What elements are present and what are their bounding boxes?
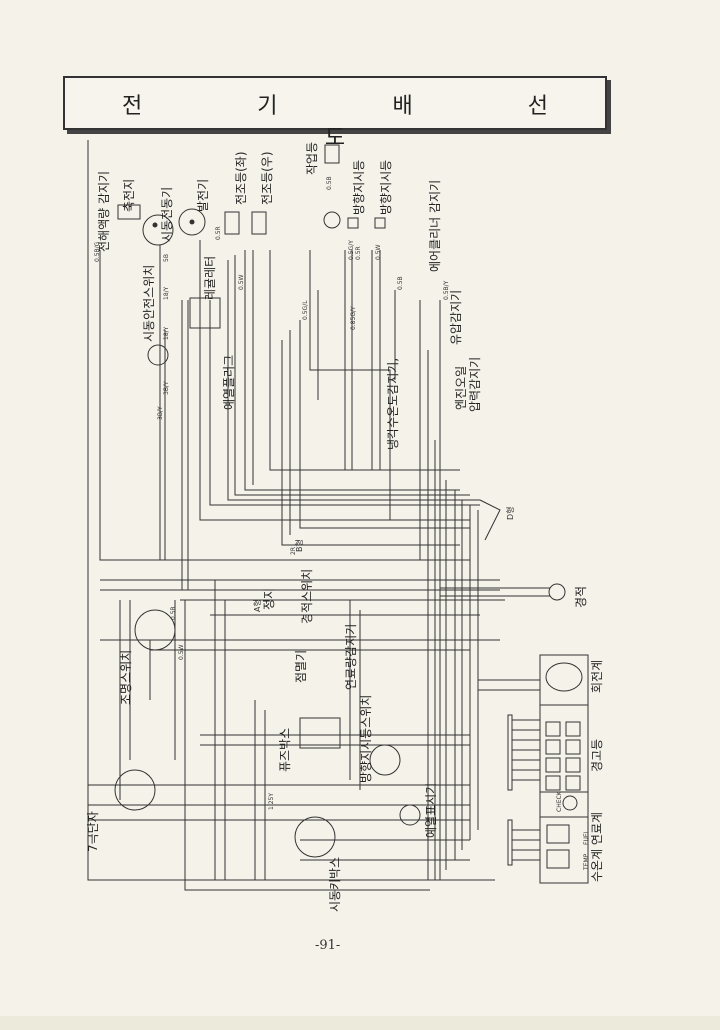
wire-label: 3B/Y — [163, 381, 170, 395]
headlight-right-symbol — [251, 211, 267, 235]
alternator-symbol — [178, 208, 206, 236]
label-glow-indicator: 예열표시기 — [424, 782, 438, 838]
wire-label: 0.5B — [397, 276, 404, 290]
wire — [227, 260, 480, 501]
wire — [234, 255, 470, 496]
wire-label: 0.5W — [375, 244, 382, 260]
label-oil-pressure-sensor: 유압감지기 — [449, 289, 463, 345]
light-switch-symbol — [134, 609, 176, 651]
work-light-switch — [323, 211, 341, 229]
wire — [184, 600, 430, 891]
gauge-check: CHECK — [556, 791, 563, 812]
label-electrolyte-sensor: 전해액량 감지기 — [97, 170, 111, 252]
turn-signal-switch-symbol — [369, 744, 401, 776]
label-tachometer: 회전계 — [590, 659, 604, 693]
seven-pin-terminal-symbol — [114, 769, 156, 811]
gauge-fuel: FUEL — [583, 830, 590, 845]
label-starter-motor: 시동전동기 — [160, 186, 174, 242]
wire-label: 5B — [163, 254, 170, 262]
title-box: 전 기 배 선 도 — [63, 76, 607, 151]
label-start-safety-switch: 시동안전스위치 — [142, 264, 156, 342]
label-horn: 경적 — [574, 585, 588, 608]
wire-label: 0.5R — [355, 246, 362, 260]
label-alternator: 발전기 — [196, 178, 210, 212]
wire — [281, 340, 460, 546]
label-fuse-box: 퓨즈박스 — [278, 727, 292, 772]
wire-label: 18/Y — [163, 286, 170, 300]
wire-label: 0.5W — [238, 274, 245, 290]
gauge-temp: TEMP — [583, 853, 590, 870]
key-box-symbol — [294, 816, 336, 858]
page-title: 전 기 배 선 도 — [122, 94, 602, 151]
starter-motor-symbol — [142, 214, 174, 246]
label-glow-plug: 예열플러그 — [222, 354, 236, 410]
label-headlight-left: 전조등(좌) — [234, 151, 248, 205]
label-engine-oil-1: 엔진오일 — [454, 365, 468, 410]
work-light-symbol — [324, 144, 340, 164]
label-type-a: A형 — [253, 599, 262, 612]
instrument-panel — [539, 654, 589, 884]
wire-label: 0.5G/L — [302, 300, 309, 320]
label-light-switch: 조명스위치 — [119, 649, 133, 705]
wire — [199, 240, 470, 521]
tachometer-dial — [545, 662, 583, 692]
wire-label: 0.5B/Y — [443, 280, 450, 300]
label-headlight-right: 전조등(우) — [260, 151, 274, 205]
label-work-light: 작업등 — [305, 141, 319, 175]
wire-label: 2R — [290, 547, 297, 555]
wire-label: 0.5B — [326, 176, 333, 190]
scan-edge — [0, 1016, 720, 1030]
wire-label: 0.5B/G — [94, 241, 101, 262]
label-flasher: 점멸기 — [294, 649, 308, 683]
label-stop: 정지 — [262, 587, 276, 610]
wire-label: 0.5G/Y — [348, 240, 355, 260]
wire — [269, 250, 460, 471]
wire-label: 3B/Y — [157, 406, 164, 420]
label-battery: 축전지 — [122, 178, 136, 212]
wire-label: 18/Y — [163, 326, 170, 340]
label-coolant-temp-sensor: 냉각수온도감지기, — [386, 357, 400, 450]
label-type-d: D형 — [506, 506, 515, 520]
start-safety-switch-symbol — [147, 344, 169, 366]
label-warning-lamp: 경고등 — [590, 738, 604, 772]
wire — [479, 499, 501, 541]
wire — [309, 250, 391, 520]
wire — [244, 250, 460, 491]
label-turn-signal-2: 방향지시등 — [379, 159, 393, 215]
label-horn-switch: 경적스위치 — [300, 568, 314, 624]
label-seven-pin-terminal: 7극단자 — [86, 811, 100, 852]
diagram-frame — [87, 140, 495, 881]
wire-label: 1.25Y — [268, 792, 275, 810]
regulator-symbol — [189, 297, 221, 329]
label-regulator: 레귤레터 — [203, 255, 217, 300]
wire — [99, 250, 470, 561]
fuse-box-symbol — [299, 717, 341, 749]
wire-label: 0.5W — [178, 644, 185, 660]
battery-symbol — [117, 204, 141, 220]
headlight-left-symbol — [224, 211, 240, 235]
wire-label: 0.5R — [170, 606, 177, 620]
wire — [299, 320, 470, 529]
label-fuel-level-sensor: 연료량감지기 — [344, 623, 358, 690]
label-air-cleaner-sensor: 에어클리너 감지기 — [428, 179, 442, 272]
label-temp-fuel-gauge: 수온계 연료계 — [590, 811, 604, 882]
wire-label: 0.5R — [215, 226, 222, 240]
label-engine-oil-2: 압력감지기 — [468, 356, 482, 412]
horn-symbol — [548, 583, 566, 601]
label-turn-signal-1: 방향지시등 — [352, 159, 366, 215]
page-number: -91- — [315, 938, 341, 953]
label-key-box: 시동키박스 — [328, 856, 342, 912]
glow-indicator-symbol — [399, 804, 421, 826]
wire-label: 0.85G/Y — [350, 306, 357, 330]
label-turn-signal-switch: 방향지시등스위치 — [359, 694, 373, 783]
